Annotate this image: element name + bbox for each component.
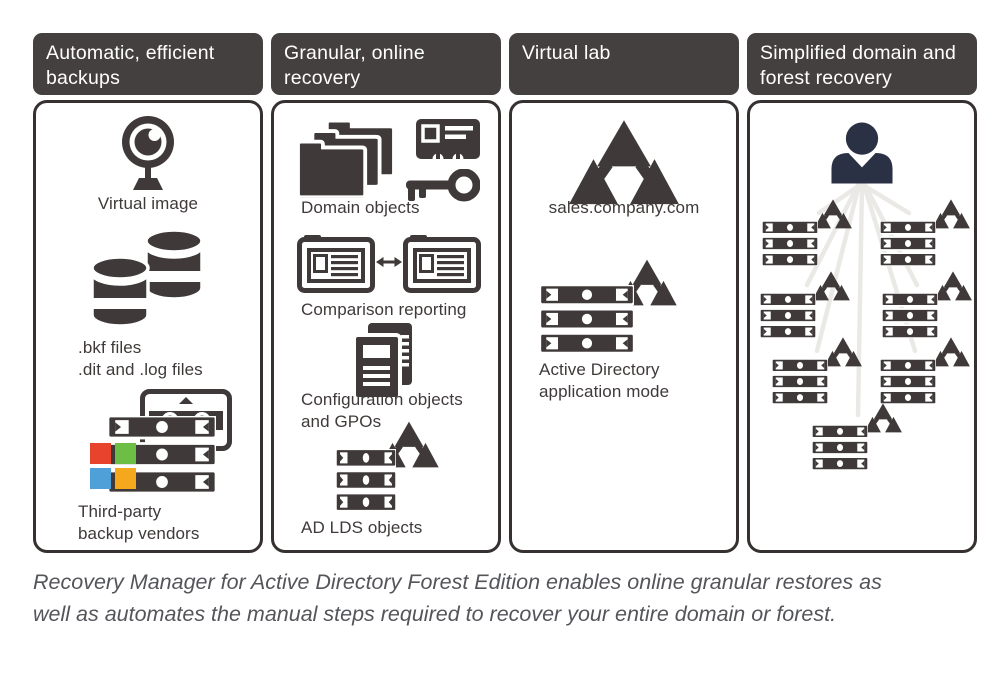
comparison-figure xyxy=(297,233,481,295)
ad-triangles-icon xyxy=(932,271,974,302)
domain-objects-figure xyxy=(298,113,480,205)
third-party-backup-figure xyxy=(90,389,232,495)
adam-line2: application mode xyxy=(539,382,670,402)
ad-triangles-icon xyxy=(930,199,972,230)
adam-line1: Active Directory xyxy=(539,360,660,379)
bkf-files-line2: .dit and .log files xyxy=(78,360,203,380)
id-card-icon xyxy=(416,119,480,164)
adlds-label: AD LDS objects xyxy=(301,518,423,537)
dc-server-group xyxy=(880,337,974,405)
adlds-figure xyxy=(336,421,442,513)
column-header-backups: Automatic, efficient backups xyxy=(33,33,263,95)
dc-server-group xyxy=(882,271,976,339)
adam-figure xyxy=(540,259,680,353)
double-arrow-icon xyxy=(376,254,402,270)
column-backups: Automatic, efficient backups Virtual ima… xyxy=(33,33,263,553)
report-window-icon xyxy=(297,235,375,293)
ad-triangles-icon xyxy=(563,119,685,209)
server-stack-icon xyxy=(882,293,938,338)
configuration-label: Configuration objects and GPOs xyxy=(301,389,463,433)
server-stack-icon xyxy=(812,425,868,470)
domain-name-label: sales.company.com xyxy=(548,198,700,217)
server-stack-icon xyxy=(880,359,936,404)
server-stack-icon xyxy=(540,285,634,353)
dc-server-group xyxy=(762,199,856,267)
bkf-files-label: .bkf files .dit and .log files xyxy=(78,337,203,381)
comparison-label: Comparison reporting xyxy=(301,300,467,319)
webcam-icon xyxy=(116,115,180,193)
dc-server-group xyxy=(812,403,906,471)
column-card-forest-recovery xyxy=(747,100,977,553)
report-window-icon xyxy=(403,235,481,293)
server-stack-icon xyxy=(762,221,818,266)
column-header-virtual-lab: Virtual lab xyxy=(509,33,739,95)
configuration-line2: and GPOs xyxy=(301,412,382,432)
connection-lines xyxy=(804,182,920,418)
microsoft-logo-icon xyxy=(90,443,136,489)
column-recovery: Granular, online recovery Domain objects… xyxy=(271,33,501,553)
columns-grid: Automatic, efficient backups Virtual ima… xyxy=(33,33,977,553)
bkf-files-line1: .bkf files xyxy=(78,338,142,357)
column-header-recovery: Granular, online recovery xyxy=(271,33,501,95)
ad-triangles-icon xyxy=(812,199,854,230)
server-stack-icon xyxy=(336,449,396,511)
column-forest-recovery: Simplified domain and forest recovery xyxy=(747,33,977,553)
server-stack-icon xyxy=(880,221,936,266)
database-cylinders-icon xyxy=(92,230,204,328)
adam-label: Active Directory application mode xyxy=(539,359,669,403)
ad-triangles-icon xyxy=(810,271,852,302)
virtual-image-label: Virtual image xyxy=(97,194,199,213)
admin-user-icon xyxy=(823,119,901,187)
dc-server-group xyxy=(880,199,974,267)
ad-triangles-icon xyxy=(862,403,904,434)
column-card-backups: Virtual image .bkf files .dit and .log f… xyxy=(33,100,263,553)
third-party-label: Third-party backup vendors xyxy=(78,501,199,545)
third-party-line2: backup vendors xyxy=(78,524,200,544)
third-party-line1: Third-party xyxy=(78,502,162,521)
server-stack-icon xyxy=(760,293,816,338)
dc-server-group xyxy=(760,271,854,339)
dc-server-group xyxy=(772,337,866,405)
ad-triangles-icon xyxy=(930,337,972,368)
caption-text: Recovery Manager for Active Directory Fo… xyxy=(33,570,882,627)
ad-triangles-icon xyxy=(822,337,864,368)
column-card-recovery: Domain objects Comparison reporting Conf… xyxy=(271,100,501,553)
configuration-line1: Configuration objects xyxy=(301,390,463,409)
column-header-forest-recovery: Simplified domain and forest recovery xyxy=(747,33,977,95)
column-virtual-lab: Virtual lab sales.company.com Active Dir… xyxy=(509,33,739,553)
domain-objects-label: Domain objects xyxy=(301,198,420,217)
folders-icon xyxy=(298,115,394,199)
column-card-virtual-lab: sales.company.com Active Directory appli… xyxy=(509,100,739,553)
server-stack-icon xyxy=(772,359,828,404)
